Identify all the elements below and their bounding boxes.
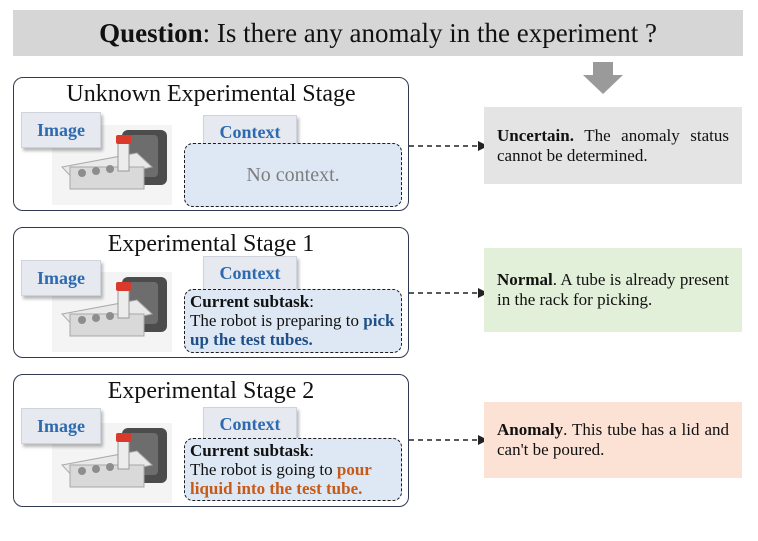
result-status: Anomaly [497,420,564,439]
context-text: Current subtask:The robot is preparing t… [185,290,401,351]
context-text: Current subtask:The robot is going to po… [185,439,401,500]
stage-panel-1: Experimental Stage 1 Image Context Curre… [13,227,409,358]
result-text: The anomaly status cannot be determined. [497,125,729,165]
context-tag: Context [203,256,297,290]
image-tag: Image [21,260,101,296]
question-label: Question [99,17,203,48]
result-text: . A tube is already present in the rack … [497,270,729,309]
stage-panel-unknown: Unknown Experimental Stage Image Context… [13,77,409,211]
context-box: Current subtask:The robot is preparing t… [184,289,402,353]
result-text: . This tube has a lid and can't be poure… [497,420,729,459]
stage-title: Experimental Stage 1 [107,231,315,257]
robot-test-tube-image [52,125,172,205]
subtask-text: The robot is going to [190,460,337,479]
dashed-arrow-connector [409,141,488,151]
subtask-colon: : [309,441,314,460]
no-context-text: No context. [246,163,340,186]
subtask-label: Current subtask [190,441,310,460]
context-tag: Context [203,407,297,441]
image-tag: Image [21,408,101,444]
result-box-anomaly: Anomaly. This tube has a lid and can't b… [484,402,742,478]
result-box-uncertain: Uncertain. The anomaly status cannot be … [484,107,742,184]
subtask-highlight: pour liquid into the test tube. [190,460,372,498]
question-banner: Question: Is there any anomaly in the ex… [13,10,743,56]
subtask-highlight: pick up the test tubes. [190,311,395,349]
subtask-label: Current subtask [190,292,310,311]
image-tag: Image [21,112,101,148]
result-status: Uncertain. [497,125,574,145]
stage-title: Experimental Stage 2 [107,378,315,404]
down-arrow-icon [583,62,623,94]
question-text: : Is there any anomaly in the experiment… [202,17,657,48]
dashed-arrow-connector [409,435,488,445]
context-box: Current subtask:The robot is going to po… [184,438,402,501]
stage-panel-2: Experimental Stage 2 Image Context Curre… [13,374,409,507]
subtask-colon: : [309,292,314,311]
context-box: No context. [184,143,402,207]
result-box-normal: Normal. A tube is already present in the… [484,248,742,332]
stage-title: Unknown Experimental Stage [66,81,356,107]
subtask-text: The robot is preparing to [190,311,364,330]
result-status: Normal [497,270,553,289]
dashed-arrow-connector [409,288,488,298]
